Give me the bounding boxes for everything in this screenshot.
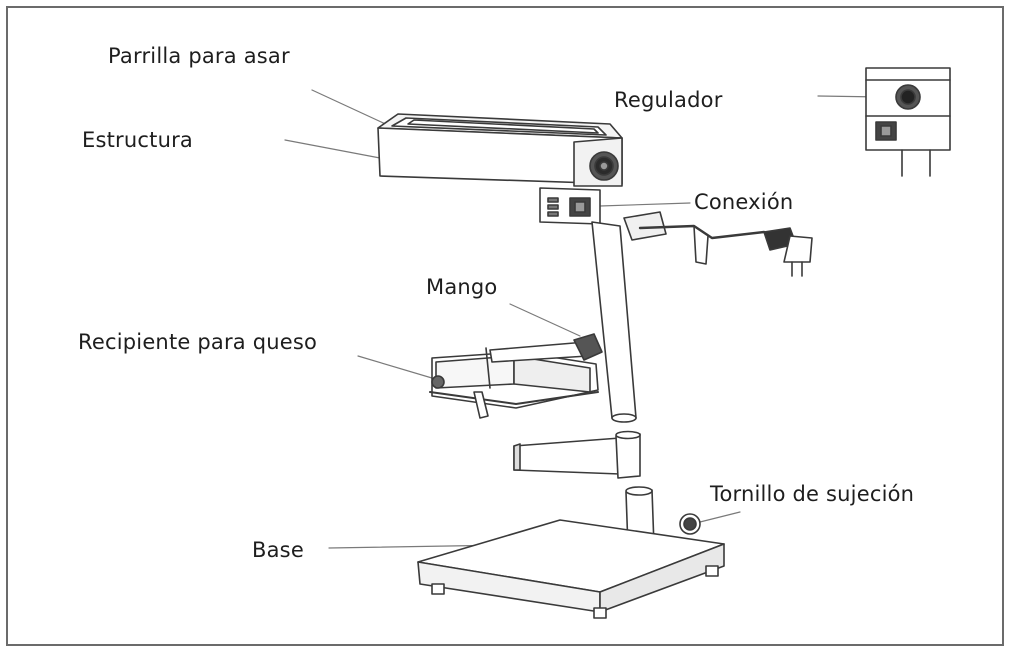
power-cord-part [623, 211, 813, 277]
leader-estructura [284, 139, 381, 159]
clamp-screw-part [679, 513, 701, 535]
base-part [417, 519, 725, 619]
leader-lines [284, 89, 883, 549]
leader-parrilla [311, 89, 393, 128]
leader-conexion [599, 202, 691, 207]
housing-part [377, 127, 623, 187]
diagram-frame [6, 6, 1004, 646]
leader-tornillo [699, 511, 741, 523]
label-recipiente: Recipiente para queso [78, 330, 318, 354]
bracket-part [513, 430, 641, 479]
leader-mango [509, 303, 581, 337]
label-regulador: Regulador [614, 88, 723, 112]
cheese-pan-part [429, 333, 603, 419]
column-part [591, 221, 637, 423]
label-base: Base [252, 538, 304, 562]
label-parrilla: Parrilla para asar [108, 44, 290, 68]
connection-box-part [539, 187, 601, 225]
label-mango: Mango [426, 275, 498, 299]
leader-recipiente [357, 355, 443, 382]
label-estructura: Estructura [82, 128, 193, 152]
regulator-inset-part [865, 67, 951, 177]
label-conexion: Conexión [694, 190, 794, 214]
label-tornillo: Tornillo de sujeción [710, 482, 915, 506]
